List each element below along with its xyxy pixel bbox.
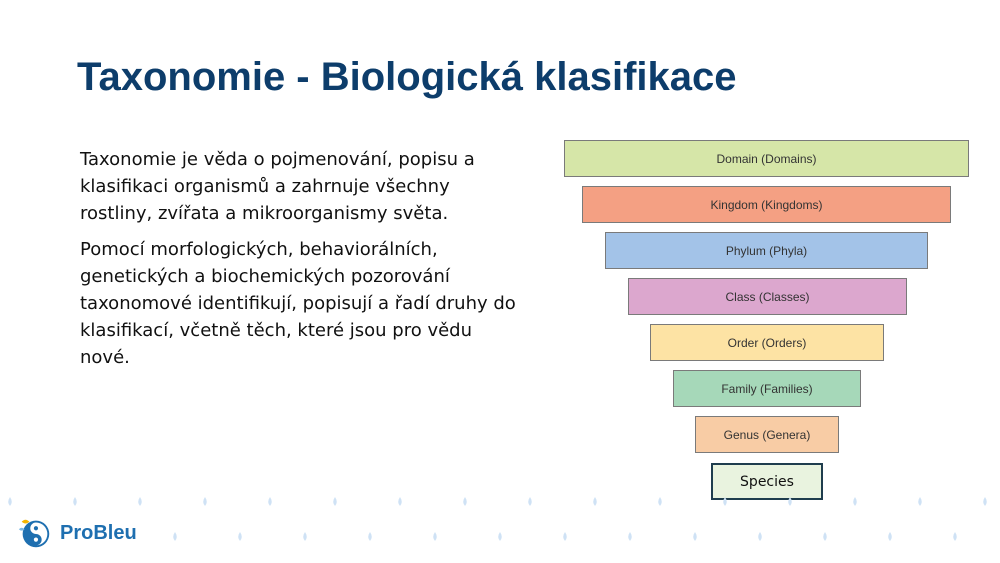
decorative-dot xyxy=(268,497,272,506)
decorative-dot xyxy=(853,497,857,506)
decorative-dot xyxy=(8,497,12,506)
tier-genus: Genus (Genera) xyxy=(695,416,839,453)
decorative-dot xyxy=(333,497,337,506)
decorative-dot xyxy=(823,532,827,541)
decorative-dot xyxy=(398,497,402,506)
decorative-dot xyxy=(433,532,437,541)
tier-family: Family (Families) xyxy=(673,370,861,407)
decorative-dot xyxy=(983,497,987,506)
paragraph-methods: Pomocí morfologických, behaviorálních, g… xyxy=(80,239,516,368)
tier-domain: Domain (Domains) xyxy=(564,140,969,177)
decorative-dot xyxy=(138,497,142,506)
slide-title: Taxonomie - Biologická klasifikace xyxy=(77,55,737,99)
tier-phylum: Phylum (Phyla) xyxy=(605,232,928,269)
decorative-dot xyxy=(203,497,207,506)
paragraph-definition: Taxonomie je věda o pojmenování, popisu … xyxy=(80,149,475,224)
decorative-dot xyxy=(758,532,762,541)
decorative-dot xyxy=(693,532,697,541)
decorative-dot xyxy=(953,532,957,541)
decorative-dot xyxy=(658,497,662,506)
decorative-dot xyxy=(628,532,632,541)
tier-kingdom: Kingdom (Kingdoms) xyxy=(582,186,951,223)
probleu-logo-icon xyxy=(18,519,50,548)
tier-class: Class (Classes) xyxy=(628,278,907,315)
probleu-logo: ProBleu xyxy=(16,514,137,552)
logo-text: ProBleu xyxy=(60,521,137,544)
decorative-dot xyxy=(593,497,597,506)
decorative-dot xyxy=(463,497,467,506)
tier-order: Order (Orders) xyxy=(650,324,884,361)
decorative-dot xyxy=(498,532,502,541)
decorative-dot xyxy=(303,532,307,541)
decorative-dot xyxy=(918,497,922,506)
decorative-dot xyxy=(888,532,892,541)
decorative-dot xyxy=(173,532,177,541)
decorative-dot xyxy=(73,497,77,506)
decorative-dot xyxy=(563,532,567,541)
decorative-dot xyxy=(238,532,242,541)
body-text: Taxonomie je věda o pojmenování, popisu … xyxy=(80,146,520,380)
tier-species: Species xyxy=(711,463,823,500)
decorative-dot xyxy=(528,497,532,506)
decorative-dot xyxy=(368,532,372,541)
